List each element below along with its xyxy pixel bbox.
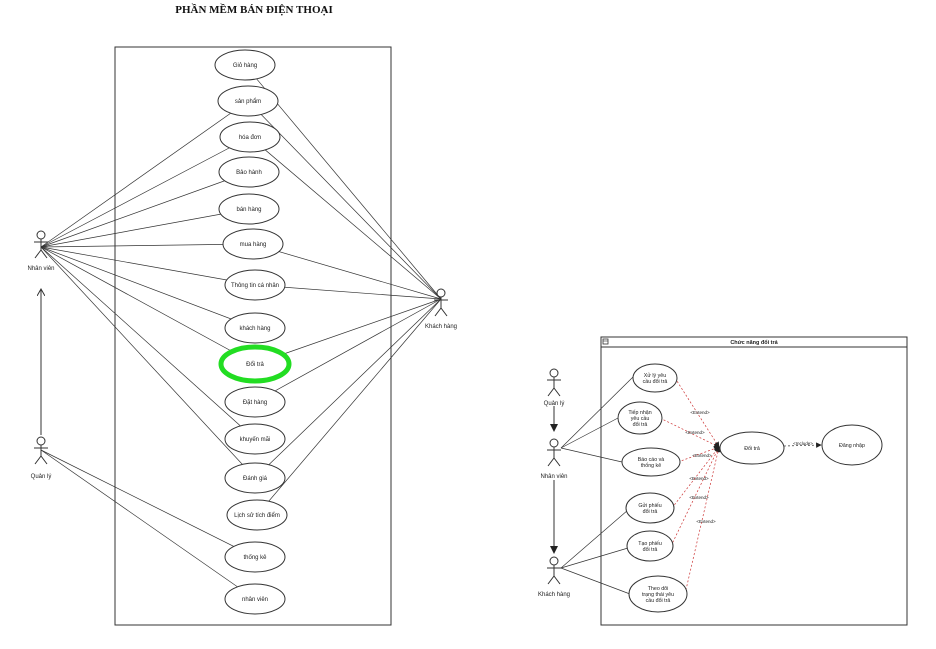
left-use-case[interactable]: bán hàng <box>218 193 280 225</box>
left-use-case-label: Lịch sử tích điểm <box>234 512 280 519</box>
actor-nhan-vien[interactable] <box>34 230 48 259</box>
left-use-case-label: khuyến mãi <box>240 437 271 443</box>
left-use-case-label: Thông tin cá nhân <box>231 283 279 289</box>
left-associations <box>40 64 442 600</box>
actor-right-nhan-vien[interactable] <box>547 438 561 467</box>
actor-right-quan-ly-label: Quản lý <box>544 401 565 407</box>
actor-right-khach-hang[interactable] <box>547 556 561 585</box>
extend-label-1: <Extend> <box>690 410 710 415</box>
left-use-case-label: nhân viên <box>242 597 268 603</box>
actor-right-khach-hang-label: Khách hàng <box>538 592 570 598</box>
right-frame-title: Chức năng đổi trả <box>730 339 778 346</box>
actor-khach-hang[interactable] <box>434 288 448 317</box>
left-use-case-label: hóa đơn <box>239 135 261 141</box>
left-use-case-label: Giỏ hàng <box>233 62 257 69</box>
left-use-case[interactable]: Đặt hàng <box>224 386 286 418</box>
right-associations <box>560 376 822 595</box>
left-use-case[interactable]: hóa đơn <box>219 121 281 153</box>
left-use-case-label: Đặt hàng <box>243 400 267 406</box>
left-use-case-label: Đánh giá <box>243 476 268 482</box>
left-use-case[interactable]: Lịch sử tích điểm <box>226 499 288 531</box>
right-use-case-label: Đăng nhập <box>839 443 865 449</box>
left-use-case-label: thống kê <box>243 555 267 561</box>
extend-label-4: <Extend> <box>689 476 709 481</box>
left-diagram-title: PHẦN MỀM BÁN ĐIỆN THOẠI <box>175 3 332 16</box>
left-use-case-label: khách hàng <box>239 326 270 332</box>
left-use-case[interactable]: mua hàng <box>222 228 284 260</box>
left-use-case[interactable]: sản phẩm <box>217 85 279 117</box>
extend-label-5: <Extend> <box>689 495 709 500</box>
package-icon <box>602 338 609 345</box>
actor-nhan-vien-label: Nhân viên <box>27 266 54 272</box>
right-frame <box>600 336 908 626</box>
extend-label-6: <Extend> <box>696 519 716 524</box>
left-use-case[interactable]: Thông tin cá nhân <box>224 269 286 301</box>
left-use-case-label: Bảo hành <box>236 170 262 176</box>
actor-khach-hang-label: Khách hàng <box>425 324 457 330</box>
left-use-case[interactable]: khách hàng <box>224 312 286 344</box>
left-use-case[interactable]: Bảo hành <box>218 156 280 188</box>
left-use-case[interactable]: Giỏ hàng <box>214 49 276 81</box>
left-use-case[interactable]: Đổi trả <box>218 344 292 384</box>
left-system-boundary <box>114 46 392 626</box>
left-use-case-label: Đổi trả <box>246 361 264 368</box>
left-use-case[interactable]: khuyến mãi <box>224 423 286 455</box>
left-use-case[interactable]: thống kê <box>224 541 286 573</box>
right-use-case-doi-tra[interactable]: Đổi trả <box>719 431 785 465</box>
actor-right-quan-ly[interactable] <box>547 368 561 397</box>
left-use-case[interactable]: nhân viên <box>224 583 286 615</box>
actor-quan-ly[interactable] <box>34 436 48 465</box>
left-use-case[interactable]: Đánh giá <box>224 462 286 494</box>
left-use-case-label: sản phẩm <box>235 98 261 105</box>
actor-quan-ly-label: Quản lý <box>31 474 52 480</box>
actor-right-nhan-vien-label: Nhân viên <box>540 474 567 480</box>
left-use-case-label: bán hàng <box>236 207 261 213</box>
extend-label-2: <Extend> <box>685 430 705 435</box>
extend-label-3: <Extend> <box>692 453 712 458</box>
right-use-case-dang-nhap[interactable]: Đăng nhập <box>821 424 883 466</box>
right-use-case-label: Đổi trả <box>744 445 760 452</box>
include-label: <Include> <box>793 441 813 446</box>
left-use-case-label: mua hàng <box>240 242 267 248</box>
